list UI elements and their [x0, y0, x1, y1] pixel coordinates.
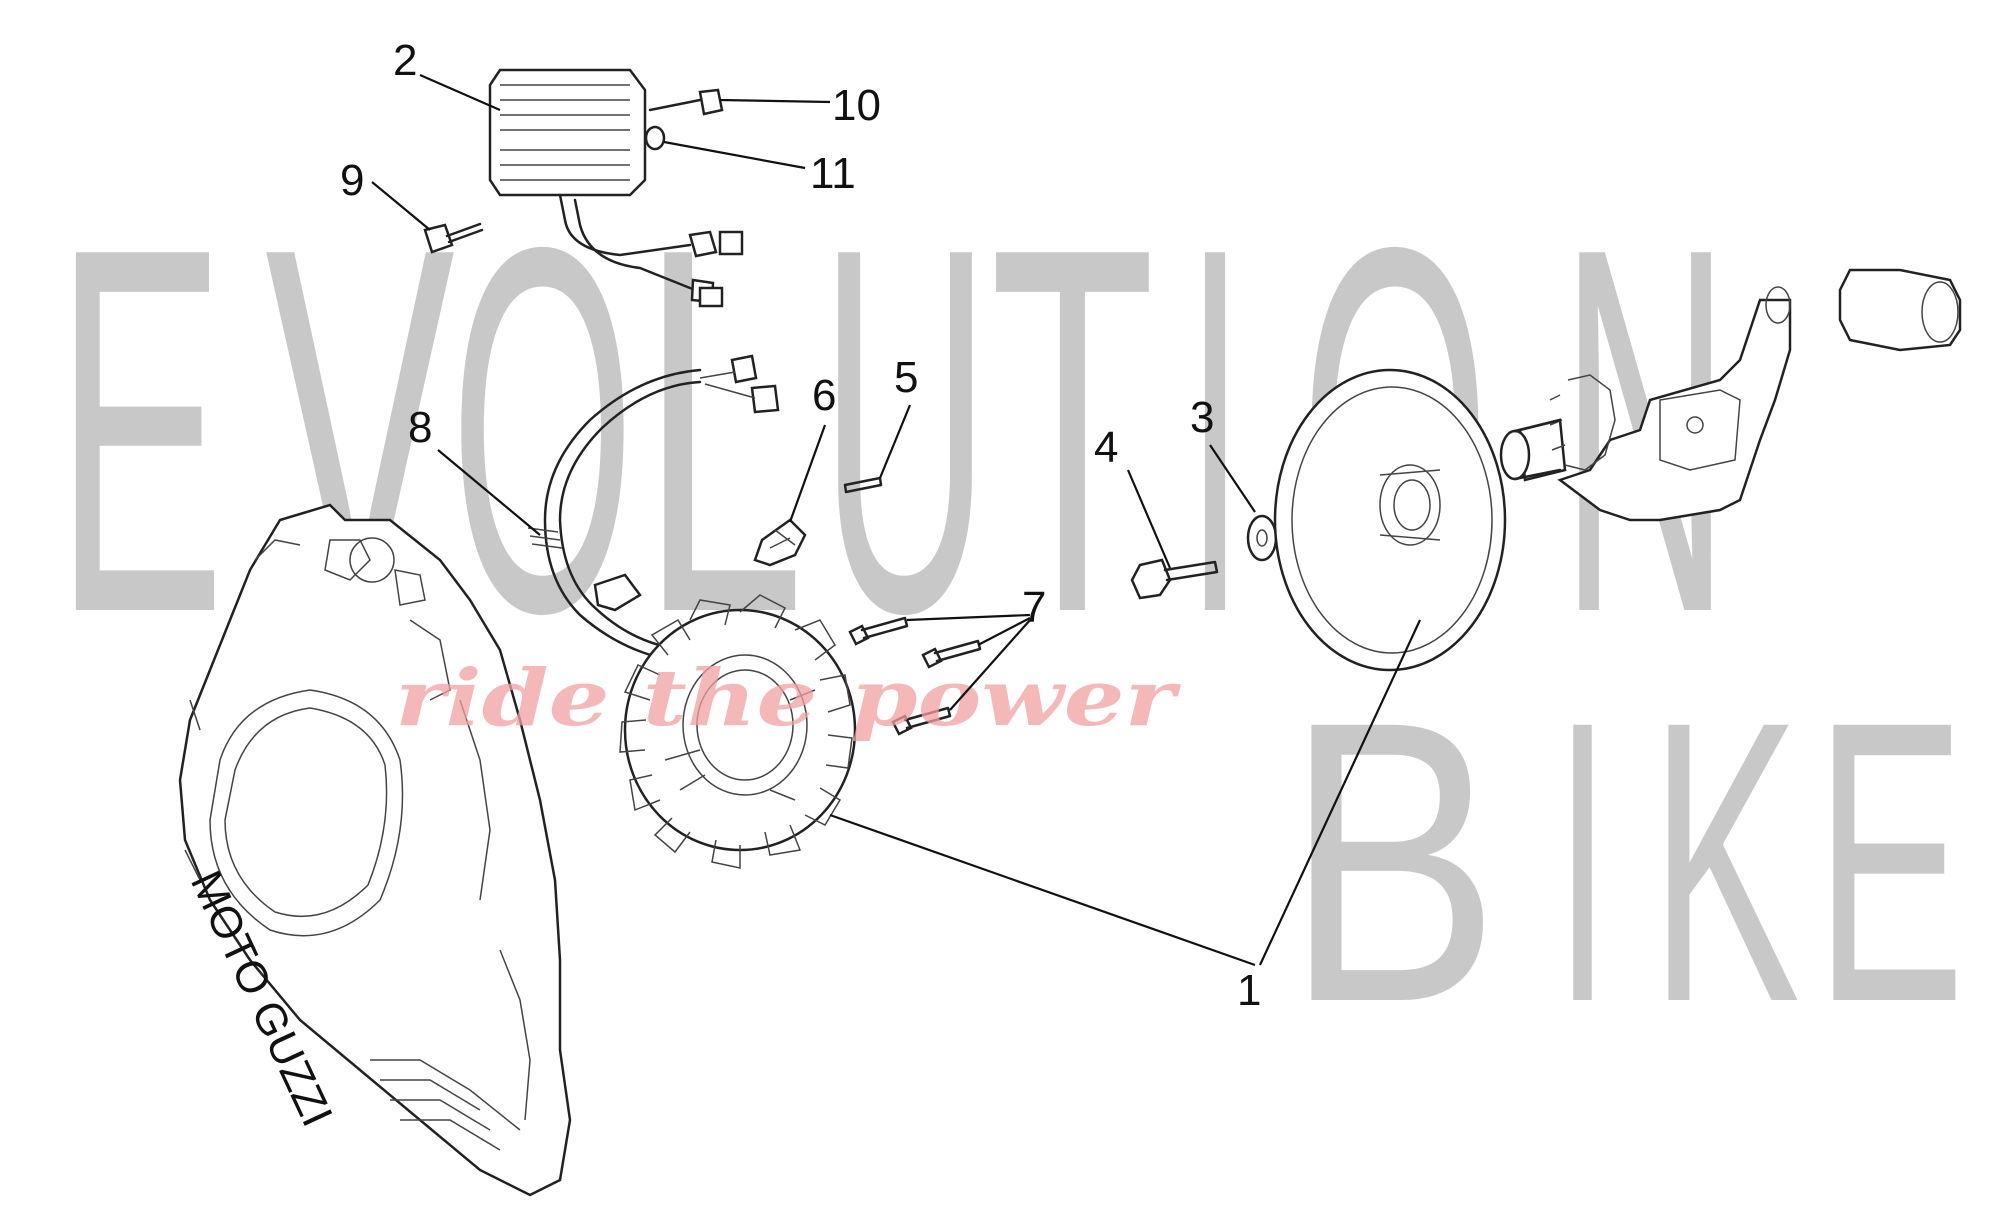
leader-7c [949, 619, 1031, 711]
watermark-letter-u: U [820, 140, 990, 721]
leader-7a [906, 613, 1031, 622]
screws-7 [848, 616, 982, 736]
nut-10 [648, 88, 724, 116]
leader-3 [1209, 444, 1256, 513]
leader-2 [419, 73, 501, 112]
watermark-letter-i: I [1185, 140, 1245, 721]
leader-10 [719, 98, 831, 104]
leader-1b [1259, 619, 1421, 966]
callout-3: 3 [1190, 393, 1214, 442]
callout-4: 4 [1094, 423, 1118, 472]
leader-4 [1126, 469, 1172, 569]
flange-bolt-4 [1130, 558, 1219, 600]
watermark-letter-i2: I [1555, 638, 1610, 1085]
watermark-letter-b: B [1285, 638, 1500, 1085]
callout-1: 1 [1237, 966, 1261, 1015]
leader-5 [878, 404, 912, 479]
callout-6: 6 [812, 371, 836, 420]
watermark-letter-e: E [55, 140, 225, 721]
washer-11 [644, 125, 666, 151]
callout-11: 11 [810, 149, 856, 198]
callout-8: 8 [408, 403, 432, 452]
callout-9: 9 [340, 156, 364, 205]
washer-3 [1246, 514, 1278, 562]
callout-2: 2 [393, 36, 417, 85]
leader-6 [788, 424, 827, 523]
watermark-letter-t: T [990, 140, 1155, 721]
leader-lines [371, 73, 1421, 967]
callouts: 1 2 3 4 5 6 7 8 9 10 11 [340, 36, 1261, 1015]
stator-wiring [527, 354, 780, 662]
pin-5 [843, 476, 883, 494]
leader-8 [437, 449, 541, 536]
stator [619, 594, 857, 869]
callout-10: 10 [832, 81, 881, 130]
callout-7: 7 [1022, 583, 1046, 632]
rotor-flywheel [1273, 368, 1507, 672]
bolt-9 [423, 222, 484, 254]
watermark-letter-k: K [1650, 638, 1800, 1085]
watermark-tagline: ride the power [395, 653, 1181, 744]
voltage-regulator [488, 68, 744, 308]
crankshaft [1499, 268, 1962, 522]
leader-9 [371, 181, 431, 231]
leader-1 [829, 813, 1256, 967]
leader-7b [977, 617, 1031, 646]
leader-11 [663, 140, 806, 170]
callout-5: 5 [894, 353, 918, 402]
watermark-letter-e2: E [1815, 638, 1965, 1085]
